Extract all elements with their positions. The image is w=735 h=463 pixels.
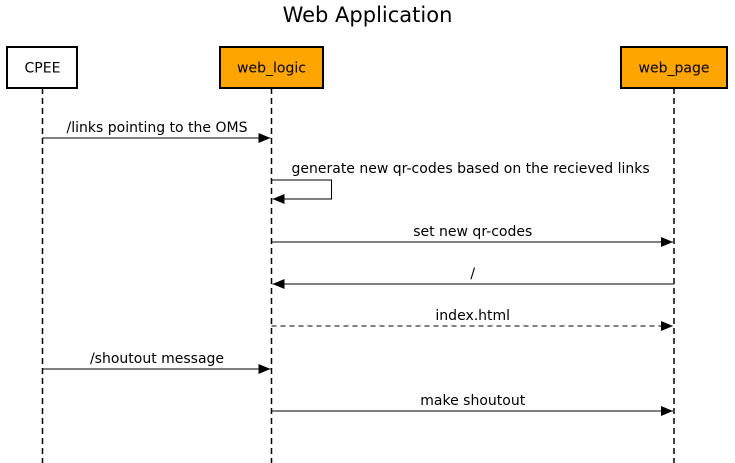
message-6: /shoutout message	[42, 351, 271, 374]
message-label: set new qr-codes	[413, 224, 532, 240]
message-label: make shoutout	[420, 393, 525, 409]
message-4: /	[272, 266, 674, 289]
message-7: make shoutout	[271, 393, 673, 416]
message-1: /links pointing to the OMS	[42, 120, 271, 143]
participant-label-web_logic: web_logic	[237, 61, 306, 77]
diagram-title: Web Application	[283, 3, 453, 27]
messages-group: /links pointing to the OMS generate new q…	[42, 120, 674, 416]
participant-web_logic: web_logic	[219, 46, 324, 89]
message-label: generate new qr-codes based on the recie…	[292, 161, 650, 177]
participant-box-web_page	[620, 46, 728, 89]
message-label: /shoutout message	[90, 351, 224, 367]
message-5: index.html	[271, 308, 673, 331]
participant-web_page: web_page	[620, 46, 728, 89]
lifelines-group	[41, 88, 675, 463]
participant-label-cpee: CPEE	[25, 61, 61, 77]
participants-group: CPEE web_logic web_page	[6, 46, 728, 89]
self-message-arrow	[271, 179, 332, 204]
participant-box-web_logic	[219, 46, 324, 89]
message-3: set new qr-codes	[271, 224, 673, 247]
participant-box-cpee	[6, 46, 78, 89]
message-2: generate new qr-codes based on the recie…	[271, 161, 650, 204]
participant-label-web_page: web_page	[639, 61, 710, 77]
message-label: /links pointing to the OMS	[67, 120, 248, 136]
message-label: index.html	[435, 308, 510, 324]
message-label: /	[470, 266, 475, 282]
participant-cpee: CPEE	[6, 46, 78, 89]
